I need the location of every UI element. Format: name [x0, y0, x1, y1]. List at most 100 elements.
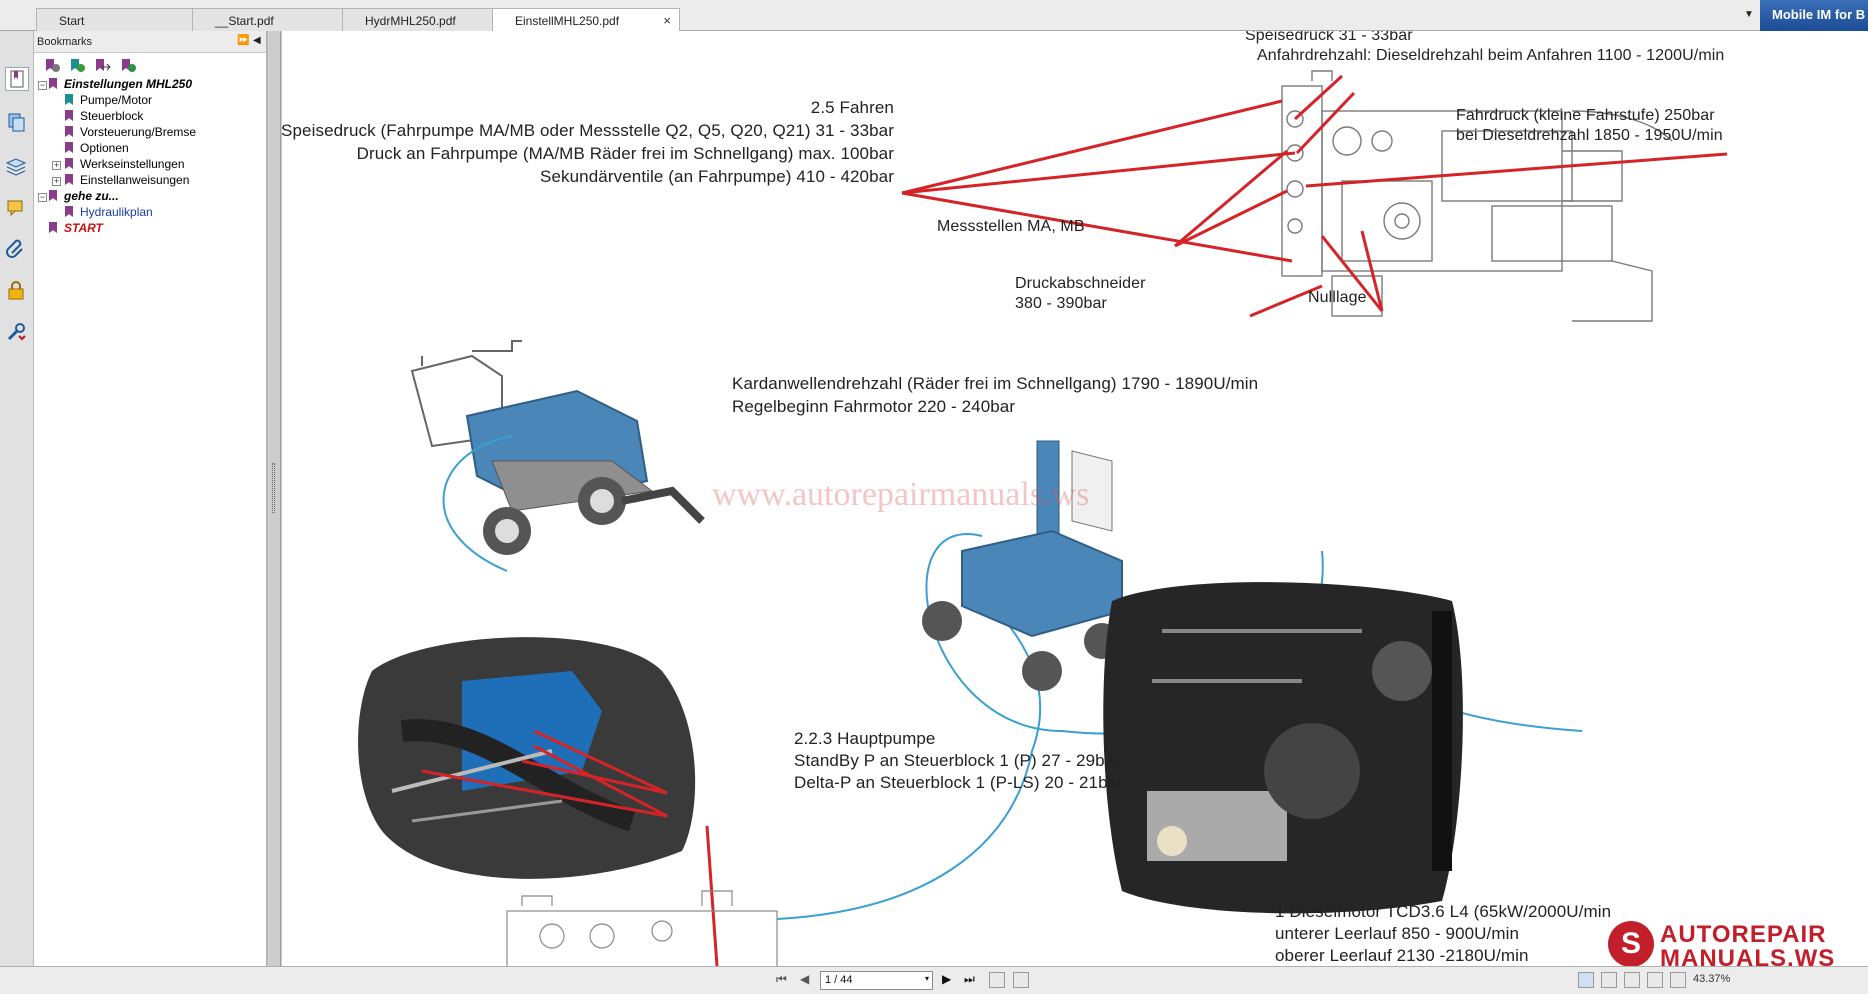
next-page-button[interactable]: ▶ [942, 972, 952, 986]
collapse-toggle[interactable]: − [38, 192, 47, 202]
zoom-level[interactable]: 43.37% [1693, 973, 1731, 985]
facing-view-icon[interactable] [1624, 972, 1640, 988]
expand-toggle[interactable]: + [52, 176, 61, 186]
fit-width-icon[interactable] [1670, 972, 1686, 988]
page-number-field[interactable]: 1 / 44 ▾ [820, 971, 933, 990]
bookmarks-panel: Bookmarks ⏩ ◀ − Einstellungen MHL250 Pum… [34, 31, 267, 966]
bookmarks-panel-icon[interactable] [5, 67, 29, 91]
previous-page-button[interactable]: ◀ [800, 972, 810, 986]
delete-bookmark-icon[interactable] [43, 57, 61, 74]
bookmark-pumpe-motor[interactable]: Pumpe/Motor [65, 93, 152, 110]
fahren-title: 2.5 Fahren [810, 98, 894, 117]
fahren-line3: Sekundärventile (an Fahrpumpe) 410 - 420… [540, 167, 894, 186]
druckabschneider-label: Druckabschneider [1015, 275, 1146, 292]
tab-start-pdf[interactable]: __Start.pdf [192, 8, 344, 31]
excavator-illustration-right [922, 440, 1123, 691]
document-view[interactable]: 2.5 Fahren Speisedruck (Fahrpumpe MA/MB … [282, 31, 1868, 966]
expand-panel-icon[interactable]: ⏩ [237, 35, 250, 46]
attachments-panel-icon[interactable] [5, 237, 29, 261]
bookmarks-title: Bookmarks [37, 36, 93, 48]
bookmark-label: START [64, 221, 103, 235]
bookmark-gehe-zu[interactable]: gehe zu... [49, 189, 119, 206]
tab-bar: Start __Start.pdf HydrMHL250.pdf Einstel… [0, 0, 1868, 32]
pages-panel-icon[interactable] [5, 111, 29, 135]
status-bar: ⏮ ◀ 1 / 44 ▾ ▶ ⏭ 43.37% [0, 966, 1868, 994]
logo-line2: MANUALS.WS [1660, 945, 1836, 966]
bookmark-einstellungen[interactable]: Einstellungen MHL250 [49, 77, 192, 94]
engine-photo [1103, 582, 1463, 914]
bookmark-label: Hydraulikplan [80, 205, 153, 219]
bookmark-flag-icon [49, 190, 57, 201]
expand-toggle[interactable]: + [52, 160, 61, 170]
tab-label: EinstellMHL250.pdf [515, 14, 620, 28]
bookmark-label: Pumpe/Motor [80, 93, 153, 107]
diesel-line1: 1 Dieselmotor TCD3.6 L4 (65kW/2000U/min [1275, 902, 1612, 921]
messstellen-label: Messstellen MA, MB [937, 218, 1085, 235]
bookmark-label: Vorsteuerung/Bremse [80, 125, 197, 139]
continuous-view-icon[interactable] [1601, 972, 1617, 988]
bookmark-label: Einstellanweisungen [80, 173, 190, 187]
druckabschneider-value: 380 - 390bar [1015, 295, 1107, 312]
bookmark-flag-icon [49, 222, 57, 233]
bottom-pump-drawing [506, 890, 778, 966]
collapse-panel-icon[interactable]: ◀ [253, 35, 261, 46]
pump-drawing [1281, 70, 1673, 322]
bookmark-flag-icon [65, 158, 73, 169]
bookmark-start[interactable]: START [49, 221, 103, 238]
layers-panel-icon[interactable] [5, 155, 29, 179]
single-page-view-icon[interactable] [1578, 972, 1594, 988]
splitter-grip[interactable] [272, 463, 275, 513]
lock-icon[interactable] [5, 279, 29, 303]
bookmark-hydraulikplan[interactable]: Hydraulikplan [65, 205, 153, 222]
fahrdruck-label: Fahrdruck (kleine Fahrstufe) 250bar [1456, 107, 1715, 124]
watermark: www.autorepairmanuals.ws [712, 476, 1090, 513]
logo-mark: S [1608, 921, 1654, 966]
bookmark-einstellanweisungen[interactable]: Einstellanweisungen [65, 173, 189, 190]
bookmark-vorsteuerung[interactable]: Vorsteuerung/Bremse [65, 125, 196, 142]
bookmark-werkseinstellungen[interactable]: Werkseinstellungen [65, 157, 185, 174]
next-view-icon[interactable] [1013, 972, 1029, 988]
bookmark-flag-icon [65, 126, 73, 137]
bookmarks-toolbar [34, 53, 266, 77]
bookmarks-header: Bookmarks ⏩ ◀ [34, 31, 266, 53]
collapse-toggle[interactable]: − [38, 80, 47, 90]
continuous-facing-view-icon[interactable] [1647, 972, 1663, 988]
promo-banner[interactable]: Mobile IM for B [1760, 0, 1868, 31]
fahren-line2: Druck an Fahrpumpe (MA/MB Räder frei im … [356, 144, 894, 163]
hauptpumpe-line2: Delta-P an Steuerblock 1 (P-LS) 20 - 21b… [794, 773, 1123, 792]
diesel-line3: oberer Leerlauf 2130 -2180U/min [1275, 946, 1529, 965]
page-number-value: 1 / 44 [825, 974, 853, 986]
bookmark-optionen[interactable]: Optionen [65, 141, 129, 158]
bookmark-flag-icon [65, 142, 73, 153]
signature-tools-icon[interactable] [5, 321, 29, 345]
comments-panel-icon[interactable] [5, 197, 29, 221]
bookmark-label: Werkseinstellungen [80, 157, 185, 171]
tab-start[interactable]: Start [36, 8, 194, 31]
diesel-line2: unterer Leerlauf 850 - 900U/min [1275, 924, 1520, 943]
bookmark-properties-icon[interactable] [119, 57, 137, 74]
move-bookmark-icon[interactable] [93, 57, 111, 74]
speisedruck-label: Speisedruck 31 - 33bar [1245, 31, 1413, 44]
site-logo: S AUTOREPAIR MANUALS.WS [1608, 921, 1868, 966]
hydraulic-pump-photo [358, 637, 696, 879]
tab-hydrmhl250[interactable]: HydrMHL250.pdf [342, 8, 494, 31]
callout-lines-top [901, 74, 1728, 318]
hauptpumpe-title: 2.2.3 Hauptpumpe [794, 729, 936, 748]
tab-label: Start [59, 14, 85, 28]
bookmark-flag-icon [65, 174, 73, 185]
first-page-button[interactable]: ⏮ [776, 972, 787, 986]
close-icon[interactable]: × [663, 13, 671, 28]
bookmark-label: Optionen [80, 141, 129, 155]
last-page-button[interactable]: ⏭ [964, 972, 975, 986]
previous-view-icon[interactable] [989, 972, 1005, 988]
tab-list-dropdown-icon[interactable]: ▼ [1744, 9, 1754, 20]
page-illustration [358, 70, 1728, 966]
chevron-down-icon[interactable]: ▾ [924, 974, 929, 983]
bookmark-label: Steuerblock [80, 109, 144, 123]
bookmark-flag-icon [65, 94, 73, 105]
bookmark-label: gehe zu... [64, 189, 119, 203]
panel-splitter[interactable] [267, 31, 281, 966]
tab-einstellmhl250[interactable]: EinstellMHL250.pdf × [492, 8, 680, 32]
new-bookmark-icon[interactable] [68, 57, 86, 74]
bookmark-steuerblock[interactable]: Steuerblock [65, 109, 143, 126]
